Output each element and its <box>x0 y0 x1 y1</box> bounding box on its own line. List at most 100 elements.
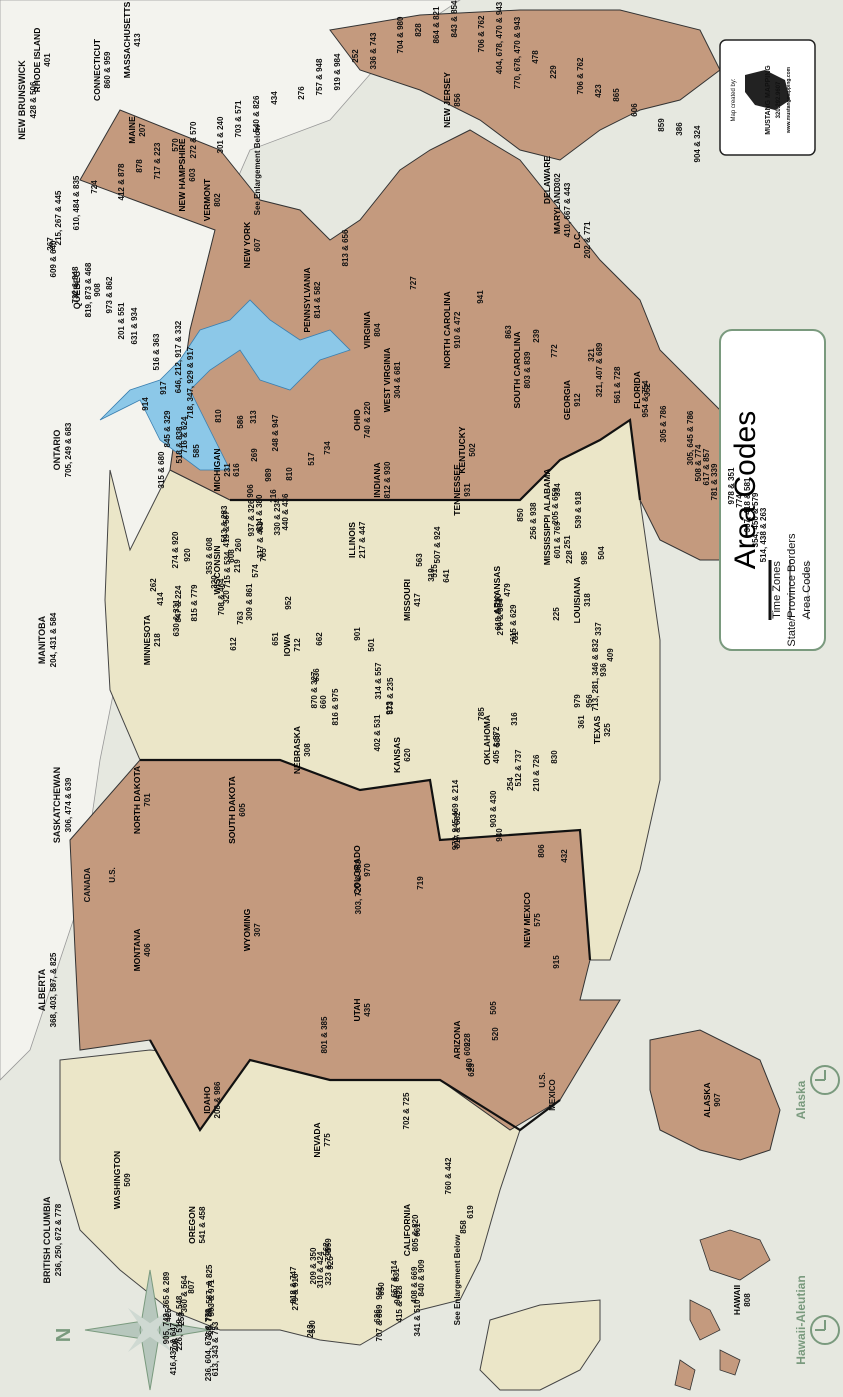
area-code: 368, 780, 587, & 825 <box>205 1264 214 1339</box>
state-label: VERMONT <box>202 178 212 221</box>
area-code: 317 & 463 <box>256 521 265 558</box>
area-code: 562 <box>322 1242 331 1256</box>
mustang-logo-icon <box>745 70 790 110</box>
area-code: 817 & 682 <box>453 811 462 848</box>
area-code: 870 & 327 <box>310 671 319 708</box>
area-code: 979 <box>573 694 582 708</box>
area-code: 815 & 779 <box>190 584 199 621</box>
province-label: QUÉBEC <box>72 270 82 309</box>
state-code: 620 <box>403 748 412 762</box>
area-code: 602 <box>463 1042 472 1056</box>
area-code: 973 & 862 <box>105 276 114 313</box>
compass-rose <box>84 1269 211 1391</box>
area-code: 321 <box>587 348 596 362</box>
area-code: 859 <box>657 118 666 132</box>
area-code: 419 & 567 <box>222 510 231 547</box>
area-code: 810 <box>285 467 294 481</box>
area-code: 724 <box>90 180 99 194</box>
state-label: NEBRASKA <box>292 726 302 774</box>
area-code: 806 <box>537 844 546 858</box>
area-code: 570 <box>171 138 180 152</box>
state-label: INDIANA <box>372 462 382 497</box>
state-code: 479 <box>503 583 512 597</box>
area-code: 956 <box>585 694 594 708</box>
area-code: 646, 212, 917 & 332 <box>174 320 183 393</box>
area-code: 310 & 424 <box>316 1251 325 1288</box>
area-code: 630 & 331 <box>172 599 181 636</box>
area-code: 719 <box>416 876 425 890</box>
area-code: 514, 438 & 263 <box>759 507 768 562</box>
area-code: 734 <box>323 441 332 455</box>
area-code: 404, 678, 470 & 943 <box>495 1 504 74</box>
state-label: OKLAHOMA <box>482 715 492 765</box>
state-code: 207 <box>138 123 147 137</box>
area-code: 850 <box>516 508 525 522</box>
area-code: 878 <box>135 159 144 173</box>
state-label: ILLINOIS <box>347 522 357 558</box>
area-code: 617 & 857 <box>702 448 711 485</box>
state-code: 406 <box>143 943 152 957</box>
alaska-shape <box>649 1029 781 1161</box>
area-code: 274 & 920 <box>171 531 180 568</box>
province-code: 368, 403, 587, & 825 <box>49 952 58 1027</box>
state-label: WYOMING <box>242 908 252 951</box>
area-code: 941 <box>476 290 485 304</box>
see-enlargement-note-2: See Enlargement Below <box>453 1234 462 1325</box>
province-code: 236, 250, 672 & 778 <box>54 1203 63 1276</box>
area-code: 906 <box>246 484 255 498</box>
state-code: 307 <box>253 923 262 937</box>
area-code: 573 & 235 <box>386 677 395 714</box>
area-code: 731 <box>511 631 520 645</box>
area-code: 770, 678, 470 & 943 <box>513 16 522 89</box>
state-label: WASHINGTON <box>112 1151 122 1209</box>
area-code: 367, 418 & 581 <box>743 477 752 532</box>
area-code: 713, 281, 346 & 832 <box>591 638 600 711</box>
area-code: 707 & 369 <box>375 1304 384 1341</box>
area-code: 360 & 564 <box>180 1275 189 1312</box>
province-label: NEW BRUNSWICK <box>17 60 27 140</box>
province-label: BRITISH COLUMBIA <box>42 1196 52 1283</box>
area-code: 919 & 984 <box>333 53 342 90</box>
area-code: 716 & 624 <box>180 416 189 453</box>
state-label: MASSACHUSETTS <box>122 1 132 78</box>
state-label: MINNESOTA <box>142 615 152 665</box>
state-code: 715 & 534 <box>223 551 232 588</box>
area-code: 559 <box>324 1238 333 1252</box>
area-code: 847 & 224 <box>174 585 183 622</box>
timezone-line-3 <box>230 418 642 502</box>
area-code: 619 <box>466 1205 475 1219</box>
state-code: 701 <box>143 793 152 807</box>
area-code: 478 <box>531 50 540 64</box>
compass-north-label: N <box>53 1328 75 1342</box>
area-code: 508 & 774 <box>694 444 703 481</box>
state-code: 601 & 769 <box>553 521 562 558</box>
state-label: IDAHO <box>202 1086 212 1114</box>
area-code: 520 <box>491 1027 500 1041</box>
state-code: 202 & 771 <box>583 221 592 258</box>
area-code: 616 <box>232 463 241 477</box>
area-code: 864 & 821 <box>432 6 441 43</box>
area-code: 660 <box>319 695 328 709</box>
area-code: 831 <box>392 1268 401 1282</box>
area-code: 989 <box>264 468 273 482</box>
area-code: 361 <box>577 715 586 729</box>
area-code: 704 & 980 <box>396 16 405 53</box>
state-label: MARYLAND <box>552 186 562 234</box>
state-label: KENTUCKY <box>457 426 467 474</box>
area-code: 425 <box>164 1308 173 1322</box>
area-code: 702 & 725 <box>402 1092 411 1129</box>
state-code: 401 <box>43 53 52 67</box>
state-code: 541 & 458 <box>198 1206 207 1243</box>
state-code: 575 <box>533 913 542 927</box>
area-code: 330 & 234 <box>273 498 282 535</box>
state-code: 803 & 839 <box>523 351 532 388</box>
area-code: 845 & 329 <box>163 410 172 447</box>
area-code: 530 <box>308 1320 317 1334</box>
timezone-label-hawaii: Hawaii-Aleutian <box>794 1275 808 1364</box>
area-code: 818 & 747 <box>289 1266 298 1303</box>
area-code: 706 & 762 <box>576 57 585 94</box>
timezone-label-alaska: Alaska <box>794 1080 808 1119</box>
state-label: ALABAMA <box>542 469 552 512</box>
area-code: 703 & 571 <box>234 100 243 137</box>
